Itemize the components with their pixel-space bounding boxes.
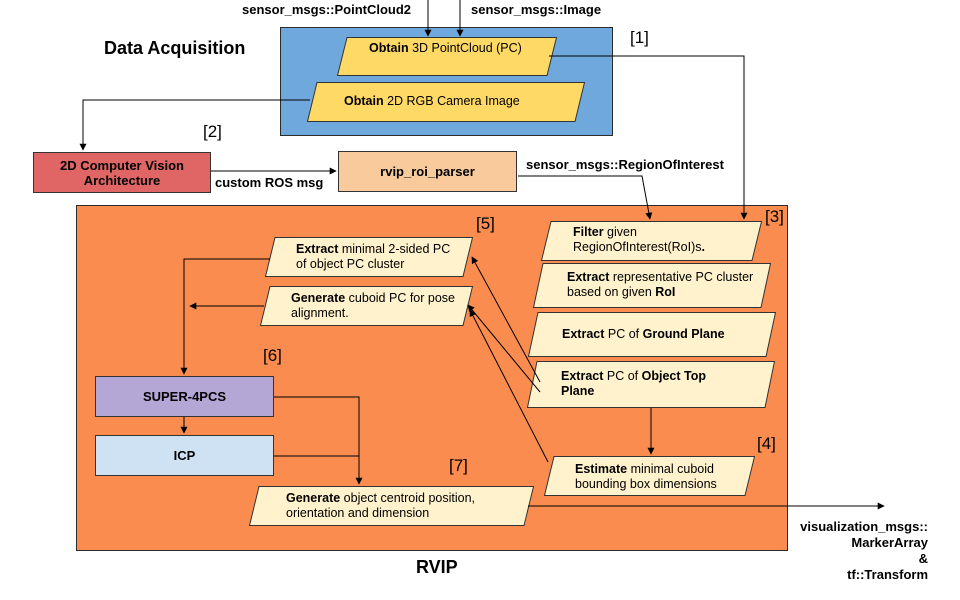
output-line-4: tf::Transform	[847, 567, 928, 582]
rvip-title: RVIP	[416, 557, 458, 577]
pointcloud-topic-label: sensor_msgs::PointCloud2	[242, 2, 412, 17]
roi-topic-label: sensor_msgs::RegionOfInterest	[526, 157, 724, 172]
acquisition-title: Data Acquisition	[104, 38, 246, 58]
cv-architecture-box: 2D Computer Vision Architecture	[33, 152, 211, 193]
image-topic-label: sensor_msgs::Image	[471, 2, 602, 17]
tag-2: [2]	[203, 122, 222, 141]
obtain-image-step: Obtain 2D RGB Camera Image	[306, 82, 586, 122]
tag-7: [7]	[449, 456, 468, 475]
output-line-3: &	[918, 551, 928, 566]
tag-3: [3]	[765, 207, 784, 226]
tag-6: [6]	[263, 346, 282, 365]
generate-cuboid-step: Generate cuboid PC for pose alignment.	[259, 286, 474, 326]
filter-roi-step: Filter given RegionOfInterest(RoI)s.	[540, 221, 763, 261]
extract-ground-plane-step: Extract PC of Ground Plane	[527, 312, 777, 357]
obtain-pointcloud-step: Obtain 3D PointCloud (PC)	[336, 37, 558, 76]
super4pcs-box: SUPER-4PCS	[95, 376, 274, 417]
generate-pose-step: Generate object centroid position, orien…	[248, 486, 535, 526]
extract-two-sided-step: Extract minimal 2-sided PC of object PC …	[264, 237, 474, 277]
extract-cluster-step: Extract representative PC cluster based …	[532, 263, 772, 308]
output-line-2: MarkerArray	[851, 535, 928, 550]
custom-msg-label: custom ROS msg	[215, 175, 324, 190]
output-line-1: visualization_msgs::	[800, 519, 928, 534]
tag-5: [5]	[476, 214, 495, 233]
icp-box: ICP	[95, 435, 274, 476]
estimate-bbox-step: Estimate minimal cuboid bounding box dim…	[543, 456, 756, 496]
extract-top-plane-step: Extract PC of Object Top Plane	[526, 361, 776, 408]
tag-4: [4]	[757, 434, 776, 453]
arrow-image-to-cv	[79, 99, 310, 151]
tag-1: [1]	[630, 28, 649, 47]
output-topics: visualization_msgs:: MarkerArray & tf::T…	[800, 519, 928, 583]
roi-parser-box: rvip_roi_parser	[338, 151, 517, 192]
